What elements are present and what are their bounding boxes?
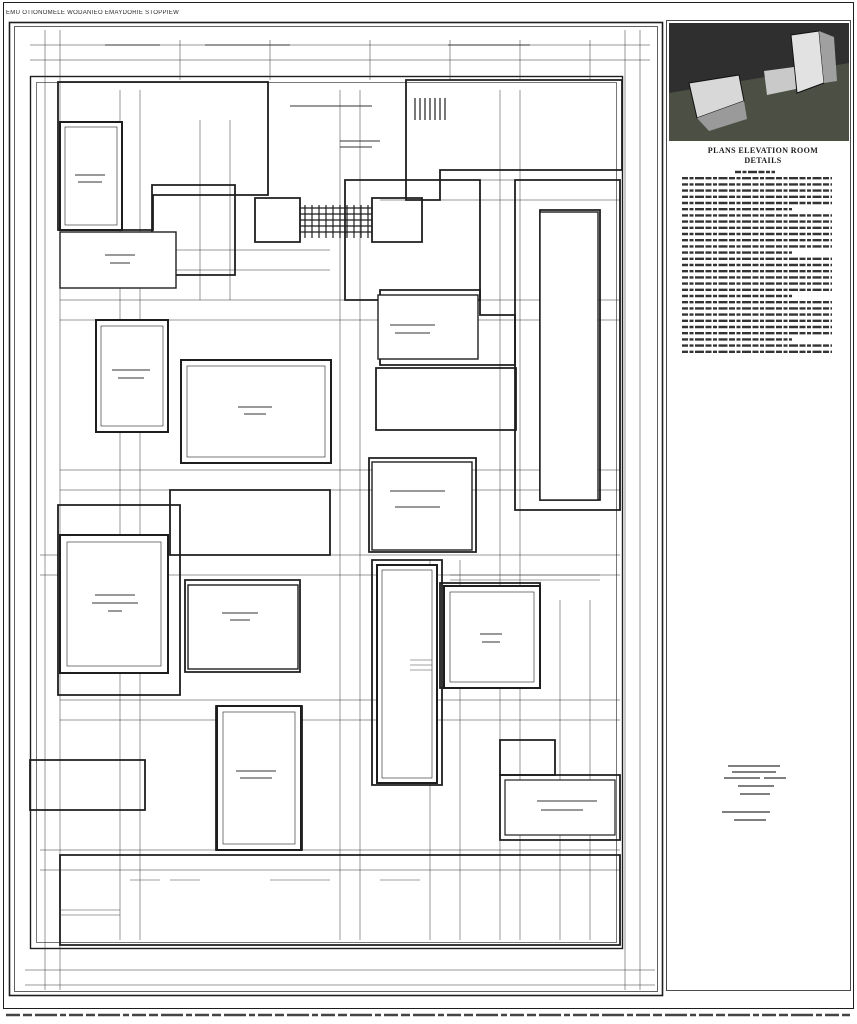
room-r3 — [180, 359, 332, 464]
building-photo — [669, 23, 849, 141]
room-r10 — [187, 584, 299, 670]
room-r6 — [443, 585, 541, 689]
building-outline-inner — [36, 82, 617, 943]
photo-caption: PLANS ELEVATION ROOM DETAILS — [707, 146, 819, 165]
room-r9 — [371, 461, 473, 551]
room-r7 — [376, 564, 438, 784]
footer-marks — [6, 1013, 850, 1017]
room-r13 — [504, 779, 616, 836]
room-r1 — [59, 121, 123, 231]
plan-frame-inner — [14, 26, 658, 992]
room-r4 — [59, 534, 169, 674]
sidebar-frame — [666, 20, 851, 991]
room-r8 — [377, 294, 479, 360]
sheet-header-text: EMU OTIONOMELE WODANIEO EMAYDORIE STOPPI… — [6, 10, 180, 16]
room-boxes — [59, 121, 616, 851]
plan-frame-outer — [8, 21, 664, 997]
room-r2 — [95, 319, 169, 433]
sidebar-text-lines — [682, 170, 832, 354]
sheet-border — [3, 2, 854, 1009]
corridor-hatching — [300, 98, 446, 238]
building-outline — [29, 75, 624, 950]
room-r11 — [59, 231, 177, 289]
sidebar-legend — [722, 765, 786, 821]
room-annotation-marks — [75, 44, 597, 811]
room-r12 — [539, 211, 599, 501]
dimension-ticks — [60, 574, 600, 916]
